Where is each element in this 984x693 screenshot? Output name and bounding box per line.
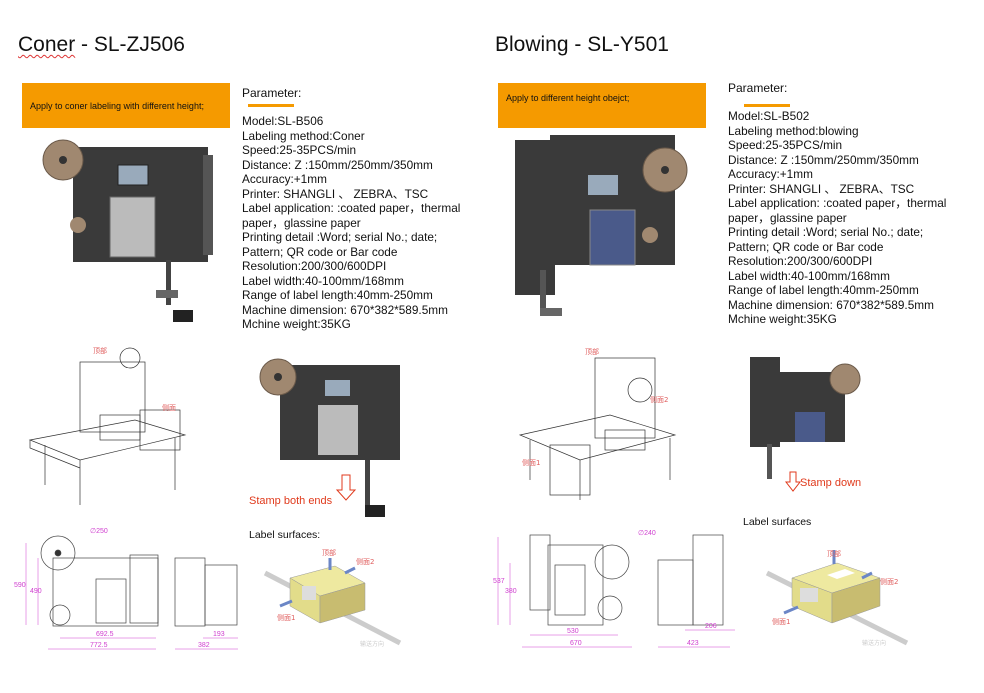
surface-label-top: 顶部 (827, 549, 841, 558)
left-3d-drawing: 顶部 侧面 (28, 346, 187, 505)
right-title: Blowing - SL-Y501 (495, 33, 669, 57)
param-line: Distance: Z :150mm/250mm/350mm (728, 152, 919, 167)
param-line: Mchine weight:35KG (728, 312, 837, 326)
param-line: Speed:25-35PCS/min (728, 138, 843, 152)
dim-height: 590 (14, 582, 26, 589)
param-line: Resolution:200/300/600DPI (728, 254, 873, 268)
param-line: Machine dimension: 670*382*589.5mm (242, 302, 448, 317)
left-machine-photo (42, 139, 213, 322)
param-line: Distance: Z :150mm/250mm/350mm (242, 157, 433, 172)
right-surfaces-heading: Label surfaces (743, 516, 812, 528)
surface-label-top: 顶部 (322, 548, 336, 557)
left-surfaces-heading: Label surfaces: (249, 529, 321, 541)
param-line: Label application: :coated paper，thermal (242, 201, 461, 215)
param-line: Model:SL-B502 (728, 109, 810, 123)
left-params: Model:SL-B506 Labeling method:Coner Spee… (242, 114, 460, 332)
title-type: Blowing (495, 33, 569, 56)
title-type: Coner (18, 33, 76, 56)
right-machine-photo (515, 135, 688, 316)
dim-width: 692.5 (96, 631, 114, 638)
diagram-label-side: 侧面 (162, 403, 176, 412)
left-label-surfaces-diagram: 顶部 侧面1 侧面2 输送方向 (263, 548, 402, 648)
diagram-label-top: 顶部 (585, 347, 599, 356)
left-stamp-note: Stamp both ends (249, 495, 333, 507)
dim-height-2: 490 (30, 588, 42, 595)
right-banner: Apply to different height obejct; (498, 83, 706, 128)
param-line: Labeling method:Coner (242, 128, 365, 143)
dim-height-2: 380 (505, 588, 517, 595)
left-param-heading: Parameter: (242, 86, 302, 100)
right-dimension-drawing: ∅240 537 380 530 670 206 423 (493, 530, 735, 648)
left-dimension-drawing: ∅250 590 490 692.5 772.5 193 382 (14, 528, 238, 650)
left-banner: Apply to coner labeling with different h… (22, 83, 230, 128)
param-line: Resolution:200/300/600DPI (242, 259, 387, 273)
param-line: Speed:25-35PCS/min (242, 143, 357, 157)
diagram-label-side2: 侧面2 (650, 395, 668, 404)
dim-side-2: 423 (687, 640, 699, 647)
surface-label-direction: 输送方向 (360, 640, 384, 648)
param-line: Label width:40-100mm/168mm (242, 273, 404, 288)
param-line: Pattern; QR code or Bar code (242, 244, 398, 259)
param-line: Printing detail :Word; serial No.; date; (242, 230, 438, 244)
right-param-underline (744, 104, 790, 107)
right-machine-photo-2 (750, 357, 861, 492)
surface-label-side2: 侧面2 (356, 557, 374, 566)
right-stamp-note: Stamp down (800, 477, 862, 489)
param-line: Machine dimension: 670*382*589.5mm (728, 297, 934, 312)
right-params: Model:SL-B502 Labeling method:blowing Sp… (728, 109, 946, 327)
dim-side: 193 (213, 631, 225, 638)
param-line: Labeling method:blowing (728, 123, 859, 138)
dim-side: 206 (705, 623, 717, 630)
title-model: - SL-Y501 (568, 33, 669, 56)
param-line: Accuracy:+1mm (728, 167, 813, 181)
right-3d-drawing: 顶部 侧面2 侧面1 (518, 347, 677, 500)
param-line: Printing detail :Word; serial No.; date; (728, 225, 924, 239)
param-line: Printer: SHANGLI 、 ZEBRA、TSC (242, 186, 429, 201)
dim-diameter: ∅250 (90, 528, 108, 535)
dim-width: 530 (567, 628, 579, 635)
diagram-label-top: 顶部 (93, 346, 107, 355)
left-param-underline (248, 104, 294, 107)
param-line: Mchine weight:35KG (242, 317, 351, 331)
right-param-heading: Parameter: (728, 81, 788, 95)
surface-label-side1: 侧面1 (772, 617, 790, 626)
param-line: Label application: :coated paper，thermal (728, 196, 947, 210)
param-line: Range of label length:40mm-250mm (728, 283, 919, 297)
surface-label-side2: 侧面2 (880, 577, 898, 586)
dim-side-2: 382 (198, 642, 210, 649)
param-line: Pattern; QR code or Bar code (728, 239, 884, 254)
param-line: Accuracy:+1mm (242, 172, 327, 186)
surface-label-side1: 侧面1 (277, 613, 295, 622)
surface-label-direction: 输送方向 (862, 639, 886, 647)
dim-width-2: 670 (570, 640, 582, 647)
param-line: Model:SL-B506 (242, 114, 324, 128)
dim-height: 537 (493, 578, 505, 585)
param-line: Range of label length:40mm-250mm (242, 288, 433, 302)
right-label-surfaces-diagram: 顶部 侧面1 侧面2 输送方向 (765, 549, 909, 647)
dim-diameter: ∅240 (638, 530, 656, 537)
param-line: Printer: SHANGLI 、 ZEBRA、TSC (728, 181, 915, 196)
param-line: paper，glassine paper (728, 210, 847, 225)
dim-width-2: 772.5 (90, 642, 108, 649)
diagram-label-side1: 侧面1 (522, 458, 540, 467)
left-machine-photo-2 (259, 358, 400, 517)
param-line: Label width:40-100mm/168mm (728, 268, 890, 283)
param-line: paper，glassine paper (242, 215, 361, 230)
left-title: Coner - SL-ZJ506 (18, 33, 185, 57)
title-model: - SL-ZJ506 (75, 33, 185, 56)
